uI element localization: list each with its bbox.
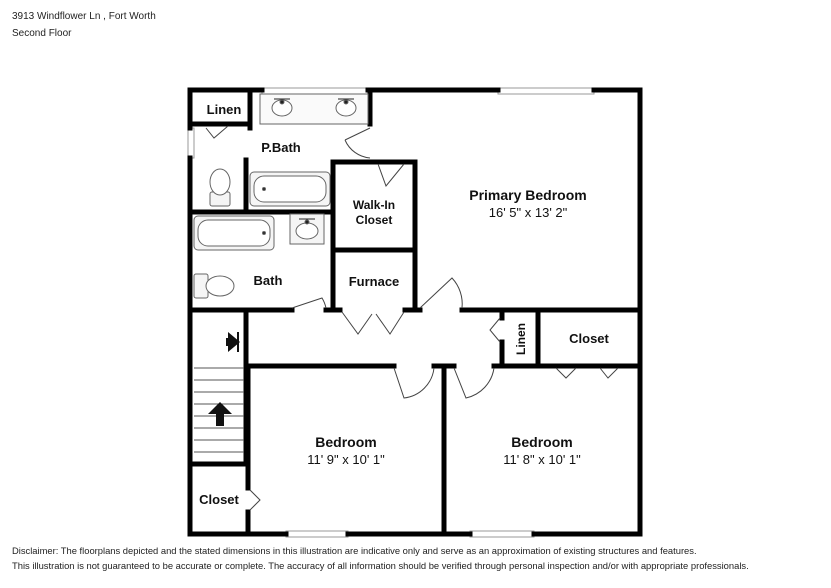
label-bedroom-1: Bedroom [315,434,376,450]
door-bath [291,297,327,309]
sink-icon [271,98,293,117]
door-walkin [377,163,405,187]
label-walkin-1: Walk-In [353,198,395,212]
door-bedroom1 [393,367,435,399]
label-closet-right: Closet [569,331,609,346]
sink-icon [289,213,325,245]
floor-plan: Linen P.Bath Walk-In Closet Primary Bedr… [187,87,643,538]
label-bedroom-2: Bedroom [511,434,572,450]
label-closet-left: Closet [199,492,239,507]
window-pbath-left [187,127,195,159]
window-primary-top [497,87,595,95]
doors [205,125,619,511]
door-furnace-left [341,311,373,335]
label-linen-top: Linen [207,102,242,117]
door-closet-left [249,489,261,511]
property-address: 3913 Windflower Ln , Fort Worth [12,11,156,22]
door-furnace-right [375,311,405,335]
door-linen-hall [489,317,501,343]
walls [187,87,643,537]
window-bedroom1-bottom [285,530,349,538]
door-primary [419,277,463,309]
disclaimer-line-2: This illustration is not guaranteed to b… [12,560,749,571]
label-furnace: Furnace [349,274,400,289]
door-closet-right-right [599,367,619,379]
label-primary-bedroom: Primary Bedroom [469,187,586,203]
label-bath: Bath [254,273,283,288]
door-closet-right-left [555,367,577,379]
floor-label: Second Floor [12,28,72,39]
door-linen-top [205,125,229,139]
fixtures [193,93,369,299]
toilet-icon [193,273,235,299]
sink-icon [335,98,357,117]
toilet-icon [209,168,231,207]
label-linen-hall: Linen [514,323,528,355]
label-bedroom-1-dims: 11' 9" x 10' 1" [307,452,385,467]
window-pbath-top [261,87,369,95]
stair-up-arrow-icon [208,402,232,426]
label-primary-dims: 16' 5" x 13' 2" [489,205,568,220]
disclaimer-line-1: Disclaimer: The floorplans depicted and … [12,545,697,556]
bathtub-icon [193,215,275,251]
bathtub-icon [249,171,331,207]
stair-right-arrow-icon [226,332,240,352]
label-pbath: P.Bath [261,140,301,155]
label-walkin-2: Closet [356,213,393,227]
window-bedroom2-bottom [469,530,535,538]
door-bedroom2 [453,367,495,399]
label-bedroom-2-dims: 11' 8" x 10' 1" [503,452,581,467]
door-pbath [344,127,371,159]
